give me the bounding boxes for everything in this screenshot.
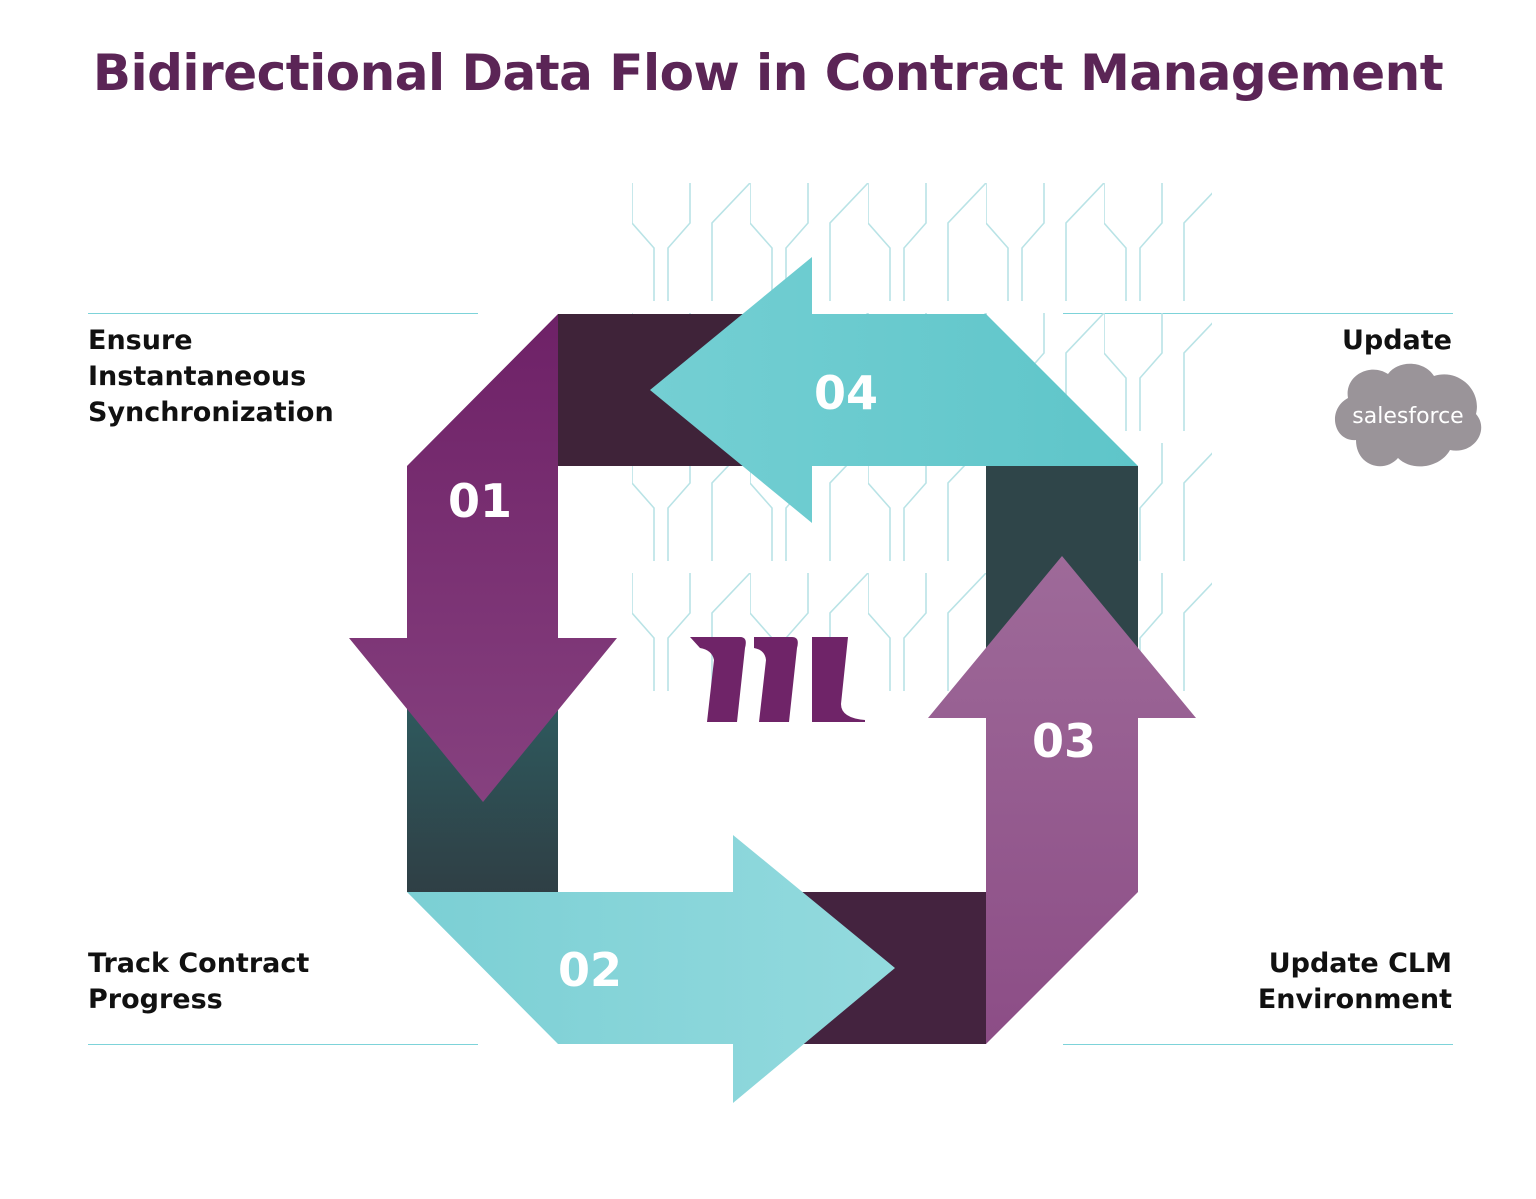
arrow-step-01 <box>349 314 617 802</box>
step-number-04: 04 <box>814 366 878 420</box>
step-number-01: 01 <box>448 474 512 528</box>
divider-top-right <box>1063 313 1453 314</box>
divider-bottom-left <box>88 1044 478 1045</box>
label-update-clm: Update CLM Environment <box>1257 948 1452 1015</box>
divider-top-left <box>88 313 478 314</box>
step-number-03: 03 <box>1032 714 1096 768</box>
salesforce-logo-icon: salesforce <box>1334 363 1482 467</box>
label-track-progress: Track Contract Progress <box>88 948 310 1015</box>
label-update-salesforce: Update <box>1341 325 1452 356</box>
arrow-step-03 <box>928 556 1196 1044</box>
step-number-02: 02 <box>558 943 622 997</box>
salesforce-logo-text: salesforce <box>1352 404 1463 429</box>
label-ensure-sync: Ensure Instantaneous Synchronization <box>88 325 334 428</box>
arrow-step-02 <box>407 835 895 1103</box>
arrow-step-04 <box>650 257 1138 523</box>
page-title: Bidirectional Data Flow in Contract Mana… <box>92 44 1444 102</box>
company-logo-icon <box>690 637 865 722</box>
divider-bottom-right <box>1063 1044 1453 1045</box>
